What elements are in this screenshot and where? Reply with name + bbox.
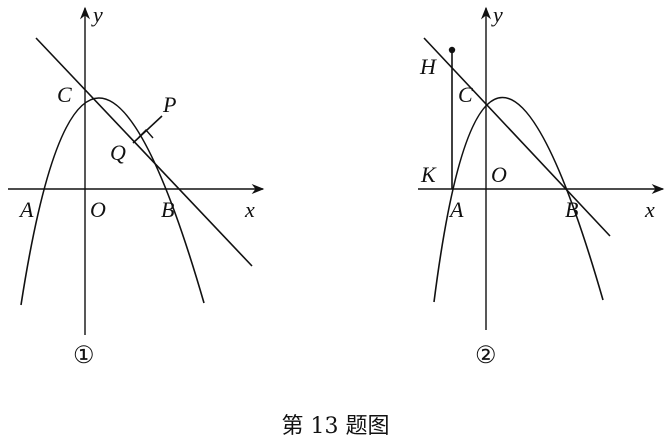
fig1-label-x: x	[244, 197, 255, 222]
fig1-line-BC	[35, 37, 253, 267]
fig1-label-y: y	[91, 2, 103, 27]
fig2-label-y: y	[491, 2, 503, 27]
fig2-label-H: H	[419, 54, 437, 79]
fig2-line-HB	[423, 37, 611, 237]
fig1-label-P: P	[162, 92, 176, 117]
fig1-label-Q: Q	[110, 140, 126, 165]
figure-1: y x C P Q A O B ①	[8, 2, 265, 369]
figure-caption: 第 13 题图	[281, 414, 390, 439]
fig2-label-C: C	[458, 82, 473, 107]
fig2-label-O: O	[491, 162, 507, 187]
fig2-point-H	[448, 46, 456, 54]
fig1-parabola	[20, 97, 205, 306]
fig2-label-x: x	[644, 197, 655, 222]
fig1-label-O: O	[90, 197, 106, 222]
fig1-label-B: B	[161, 197, 174, 222]
fig2-panel-number: ②	[475, 341, 497, 369]
fig2-label-B: B	[565, 197, 578, 222]
fig2-label-A: A	[448, 197, 464, 222]
fig1-right-angle-mark	[138, 128, 154, 139]
fig2-parabola	[433, 96, 604, 303]
fig1-label-C: C	[57, 82, 72, 107]
figure-2: y x H C K O A B ②	[418, 2, 665, 369]
fig2-label-K: K	[420, 162, 437, 187]
fig1-label-A: A	[18, 197, 34, 222]
fig1-segment-PQ	[132, 115, 163, 144]
fig1-panel-number: ①	[73, 341, 95, 369]
